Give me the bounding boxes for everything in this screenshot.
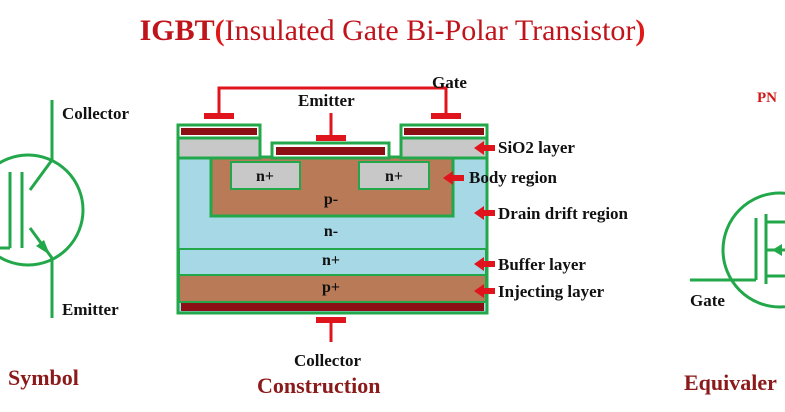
label-p-minus: p- — [324, 191, 338, 208]
annotation-arrows — [443, 141, 495, 298]
right-gate-metal — [404, 128, 484, 135]
arrow-buffer — [474, 257, 495, 271]
emitter-terminal — [316, 135, 346, 141]
construction-caption: Construction — [257, 373, 381, 398]
left-gate-metal — [181, 128, 257, 135]
terminal-wires — [217, 86, 448, 342]
symbol-caption: Symbol — [8, 365, 79, 390]
collector-terminal — [316, 317, 346, 323]
annotation-injecting-layer: Injecting layer — [498, 282, 605, 301]
title-main: IGBT — [139, 14, 215, 47]
symbol-collector-diagonal — [28, 159, 54, 191]
equivalent-arrow — [772, 244, 782, 256]
label-n-minus: n- — [324, 223, 338, 240]
symbol-emitter-arrow — [36, 240, 50, 255]
collector-label: Collector — [294, 351, 362, 370]
arrow-body — [443, 171, 464, 185]
equivalent-circle — [721, 191, 785, 309]
n-plus-right-well — [358, 161, 430, 190]
left-gate-oxide — [176, 135, 262, 160]
arrow-drift — [474, 206, 495, 220]
equivalent-gate-label: Gate — [690, 291, 725, 310]
annotation-buffer-layer: Buffer layer — [498, 255, 586, 274]
symbol-collector-label: Collector — [62, 104, 130, 123]
annotation-drift-region: Drain drift region — [498, 204, 629, 223]
annotation-sio2: SiO2 layer — [498, 138, 575, 157]
right-gate-oxide — [399, 135, 489, 160]
collector-metal — [181, 303, 484, 311]
title-sub: Insulated Gate Bi-Polar Transistor — [224, 14, 636, 47]
gate-wire — [217, 86, 448, 118]
annotation-body-region: Body region — [469, 168, 558, 187]
emitter-label: Emitter — [298, 91, 355, 110]
arrow-injecting — [474, 284, 495, 298]
emitter-metal — [276, 147, 385, 155]
igbt-symbol — [0, 100, 85, 318]
title-close-paren: ) — [635, 14, 646, 47]
gate-terminal-right — [431, 113, 461, 119]
label-n-plus-right: n+ — [385, 168, 403, 185]
n-plus-left-well — [230, 161, 301, 190]
equivalent-circuit — [690, 191, 785, 309]
label-n-plus-buffer: n+ — [322, 252, 340, 269]
equivalent-caption: Equivaler — [684, 370, 777, 395]
label-p-plus: p+ — [322, 279, 340, 296]
symbol-circle — [0, 153, 85, 267]
page-title: IGBT(Insulated Gate Bi-Polar Transistor) — [0, 14, 785, 48]
gate-label: Gate — [432, 73, 467, 92]
gate-terminal-left — [204, 113, 234, 119]
label-n-plus-left: n+ — [256, 168, 274, 185]
equivalent-top-label: PN — [757, 90, 777, 106]
arrow-sio2 — [474, 141, 495, 155]
symbol-emitter-label: Emitter — [62, 300, 119, 319]
title-open-paren: ( — [214, 14, 225, 47]
buffer-layer — [178, 248, 487, 276]
